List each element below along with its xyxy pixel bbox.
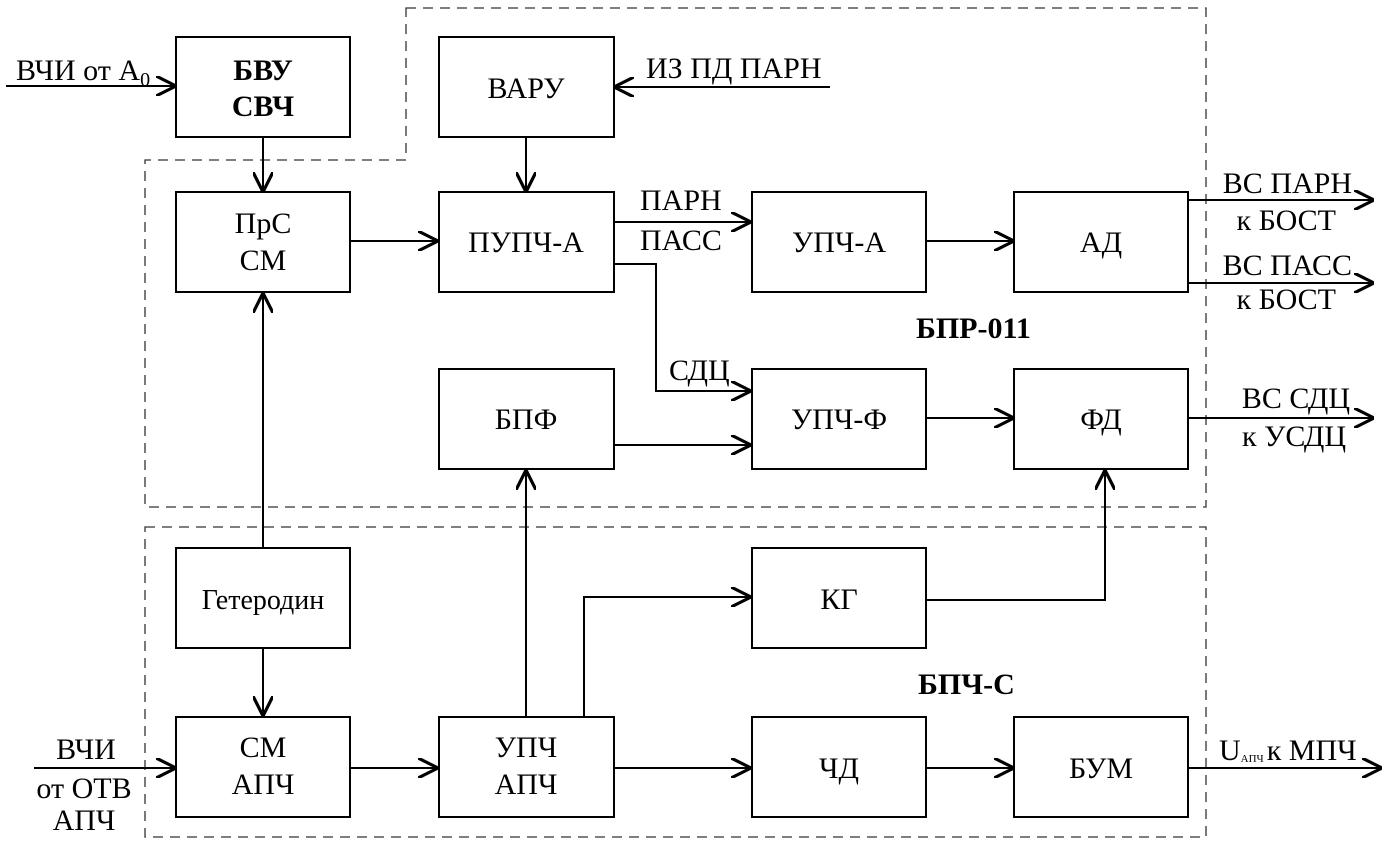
label-bpch-c: БПЧ-С xyxy=(918,668,1015,701)
ad-block: АД xyxy=(1013,191,1189,293)
svg-text:СМ: СМ xyxy=(240,244,287,277)
svg-text:ЧД: ЧД xyxy=(819,752,859,785)
svg-text:АД: АД xyxy=(1080,226,1122,259)
prs-sm-block: ПрС СМ xyxy=(175,191,351,293)
svg-text:ПУПЧ-А: ПУПЧ-А xyxy=(468,226,584,259)
label-parn: ПАРН xyxy=(640,184,722,217)
svg-text:АПЧ: АПЧ xyxy=(495,768,558,801)
label-vchi-ot-a0: ВЧИ от А0 xyxy=(16,54,150,91)
bpch-c-boundary xyxy=(144,526,1207,838)
svg-text:ВАРУ: ВАРУ xyxy=(488,72,566,105)
label-vchi: ВЧИ xyxy=(56,733,116,766)
label-sdc: СДЦ xyxy=(669,354,730,387)
bum-block: БУМ xyxy=(1013,716,1189,818)
label-ot-otv: от ОТВ xyxy=(36,772,131,805)
fd-block: ФД xyxy=(1013,368,1189,470)
label-vs-parn: ВС ПАРН xyxy=(1223,167,1352,200)
bvu-svch-block: БВУ СВЧ xyxy=(175,36,351,138)
geterodin-block: Гетеродин xyxy=(175,547,351,649)
varu-block: ВАРУ xyxy=(438,36,615,138)
bpf-block: БПФ xyxy=(438,368,615,470)
upch-f-block: УПЧ-Ф xyxy=(751,368,927,470)
label-vs-sdc: ВС СДЦ xyxy=(1242,382,1350,415)
label-k-usdc: к УСДЦ xyxy=(1242,420,1346,453)
pupch-a-block: ПУПЧ-А xyxy=(438,191,615,293)
label-k-bost-2: к БОСТ xyxy=(1237,283,1336,316)
svg-text:БУМ: БУМ xyxy=(1069,752,1133,785)
label-apch-in: АПЧ xyxy=(53,804,116,837)
svg-text:СВЧ: СВЧ xyxy=(232,90,294,123)
label-pass: ПАСС xyxy=(640,224,722,257)
connections xyxy=(6,86,1382,768)
svg-text:КГ: КГ xyxy=(820,583,857,616)
svg-text:СМ: СМ xyxy=(240,731,287,764)
svg-text:УПЧ-Ф: УПЧ-Ф xyxy=(791,403,887,436)
label-k-bost-1: к БОСТ xyxy=(1237,204,1336,237)
svg-text:БВУ: БВУ xyxy=(233,54,292,87)
label-iz-pd-parn: ИЗ ПД ПАРН xyxy=(646,52,822,85)
svg-text:Гетеродин: Гетеродин xyxy=(202,585,325,616)
label-vs-pass: ВС ПАСС xyxy=(1223,249,1352,282)
label-bpr-011: БПР-011 xyxy=(916,312,1031,345)
svg-text:ФД: ФД xyxy=(1080,403,1122,436)
upch-apch-block: УПЧ АПЧ xyxy=(438,716,615,818)
bpr-011-boundary xyxy=(144,7,1207,508)
svg-text:УПЧ-А: УПЧ-А xyxy=(792,226,886,259)
sm-apch-block: СМ АПЧ xyxy=(175,716,351,818)
svg-text:БПФ: БПФ xyxy=(495,403,558,436)
upch-a-block: УПЧ-А xyxy=(751,191,927,293)
svg-text:ПрС: ПрС xyxy=(235,207,292,240)
svg-text:УПЧ: УПЧ xyxy=(495,731,557,764)
chd-block: ЧД xyxy=(751,716,927,818)
kg-block: КГ xyxy=(751,547,927,649)
svg-text:АПЧ: АПЧ xyxy=(232,768,295,801)
